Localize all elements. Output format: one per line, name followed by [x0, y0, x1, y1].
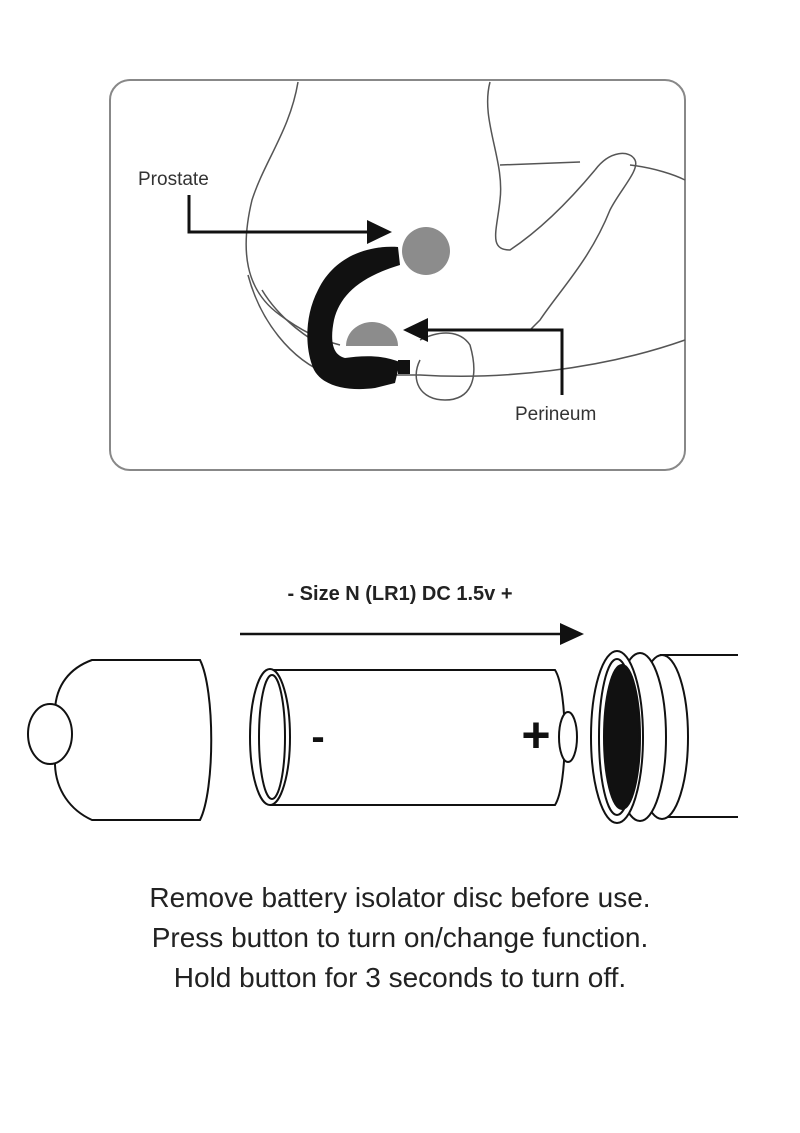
insert-direction-arrow	[240, 623, 584, 645]
device-silhouette	[307, 246, 400, 390]
instruction-remove-isolator: Remove battery isolator disc before use.	[149, 882, 651, 913]
battery-diagram: - Size N (LR1) DC 1.5v + - +	[27, 583, 738, 824]
prostate-target	[402, 227, 450, 275]
instructions: Remove battery isolator disc before use.…	[0, 878, 800, 998]
device-button	[398, 360, 410, 374]
battery-negative-symbol: -	[311, 715, 324, 759]
diagram-frame	[109, 79, 686, 471]
device-tube	[590, 650, 738, 824]
battery-positive-symbol: +	[521, 707, 550, 763]
perineum-target	[346, 322, 398, 346]
instruction-press-button: Press button to turn on/change function.	[151, 922, 649, 953]
battery-cap	[27, 659, 213, 821]
battery-positive-nub	[558, 711, 578, 763]
anatomy-diagram: Prostate Perineum	[109, 79, 686, 471]
prostate-arrow	[187, 195, 392, 244]
perineum-arrow	[403, 318, 564, 395]
battery-cell	[249, 668, 578, 806]
prostate-label: Prostate	[138, 169, 209, 190]
instruction-hold-button: Hold button for 3 seconds to turn off.	[173, 962, 627, 993]
perineum-label: Perineum	[515, 404, 596, 425]
battery-spec-label: - Size N (LR1) DC 1.5v +	[287, 583, 512, 605]
battery-compartment-opening	[603, 664, 641, 810]
body-outline	[245, 81, 686, 401]
